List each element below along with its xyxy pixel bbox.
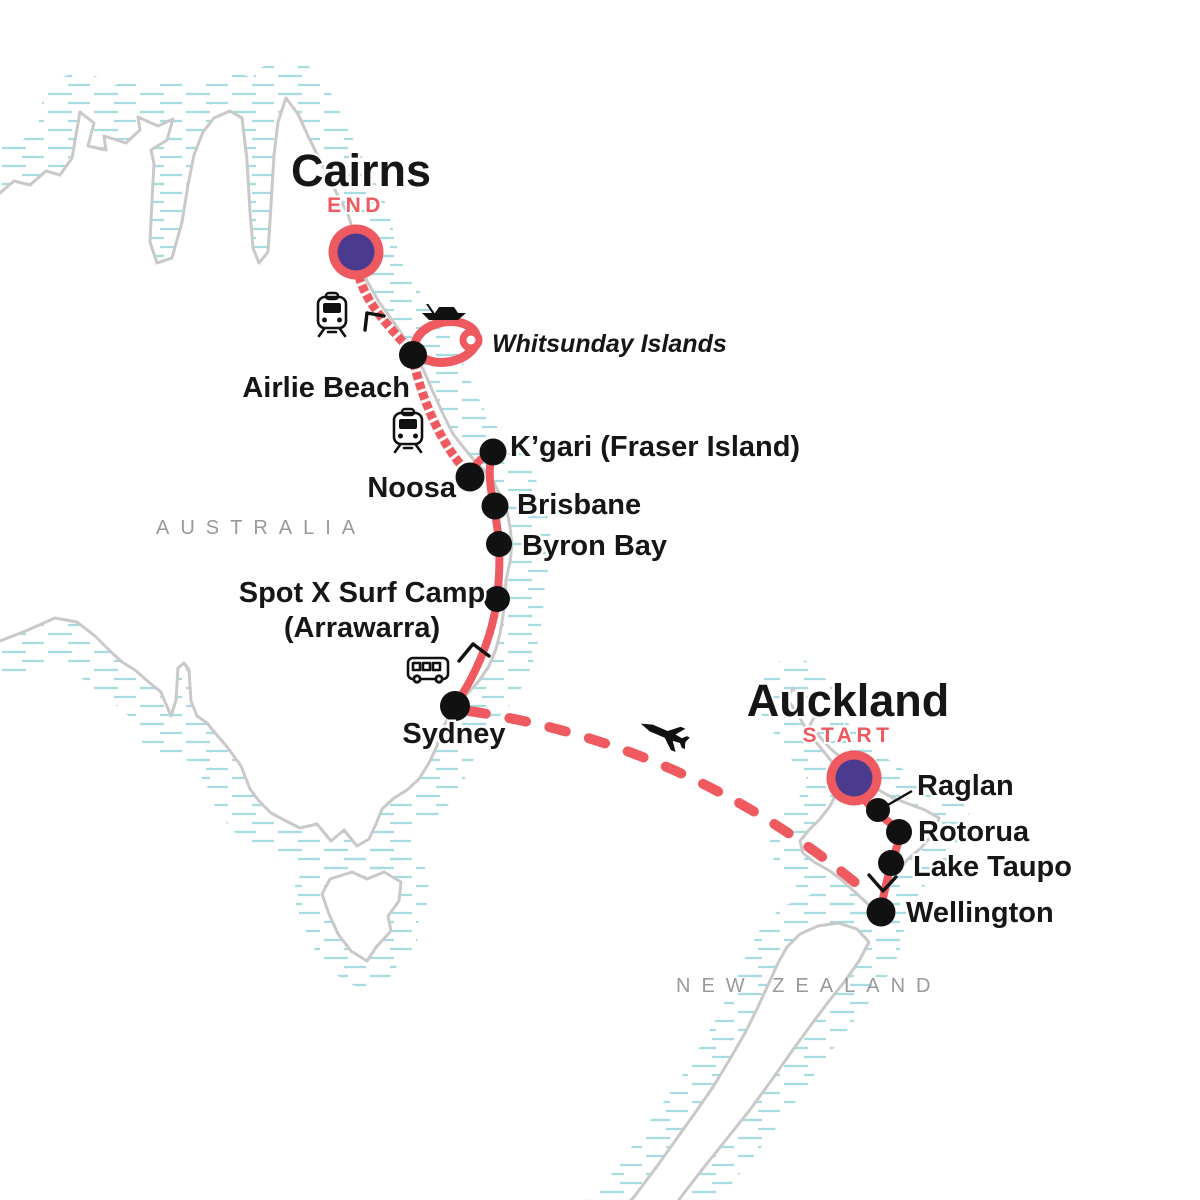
stop-label-byron-bay: Byron Bay xyxy=(522,530,667,562)
route-flight-sydney-wellington xyxy=(464,706,868,894)
route-rail-airlie-noosa xyxy=(408,358,474,479)
stop-label-lake-taupo: Lake Taupo xyxy=(913,851,1072,883)
stop-dot-airlie-beach xyxy=(399,341,427,369)
raglan-pointer-line xyxy=(885,789,913,808)
stop-dot-raglan xyxy=(866,798,890,822)
stop-label-raglan: Raglan xyxy=(917,770,1014,802)
plane-icon xyxy=(635,711,693,755)
city-label-cairns: Cairns xyxy=(291,145,431,196)
stop-dot-sydney xyxy=(440,691,470,721)
direction-arrow-north-of-sydney xyxy=(457,642,491,663)
region-label-new-zealand: NEW ZEALAND xyxy=(676,975,941,997)
direction-arrow-to-cairns xyxy=(363,311,386,332)
direction-arrow-to-wellington xyxy=(867,873,898,893)
start-marker-auckland xyxy=(826,750,882,806)
stop-dot-brisbane xyxy=(481,492,509,520)
city-label-auckland: Auckland xyxy=(747,675,950,726)
stop-label-airlie-beach: Airlie Beach xyxy=(242,372,410,404)
stop-label-kgari: K’gari (Fraser Island) xyxy=(510,431,800,463)
stop-dot-spot-x xyxy=(484,586,510,612)
whitsunday-ring xyxy=(459,328,483,352)
end-badge: END xyxy=(327,194,385,217)
start-badge: START xyxy=(803,724,894,747)
stop-dot-byron-bay xyxy=(486,531,512,557)
stop-label-noosa: Noosa xyxy=(367,472,457,504)
stop-dot-kgari xyxy=(479,438,507,466)
stop-label-spot-x-line2: (Arrawarra) xyxy=(284,612,440,644)
region-label-australia: AUSTRALIA xyxy=(156,517,366,539)
stop-label-whitsunday-islands: Whitsunday Islands xyxy=(492,330,727,358)
stop-dot-lake-taupo xyxy=(878,850,904,876)
end-marker-cairns xyxy=(328,224,384,280)
stop-dot-noosa xyxy=(455,462,485,492)
stop-label-rotorua: Rotorua xyxy=(918,816,1030,848)
stop-label-brisbane: Brisbane xyxy=(517,489,641,521)
stop-label-sydney: Sydney xyxy=(402,718,505,750)
stop-dot-wellington xyxy=(866,897,896,927)
stop-dots xyxy=(399,341,912,927)
stop-label-spot-x-line1: Spot X Surf Camp xyxy=(239,577,486,609)
stop-label-wellington: Wellington xyxy=(906,897,1054,929)
stop-dot-rotorua xyxy=(886,819,912,845)
